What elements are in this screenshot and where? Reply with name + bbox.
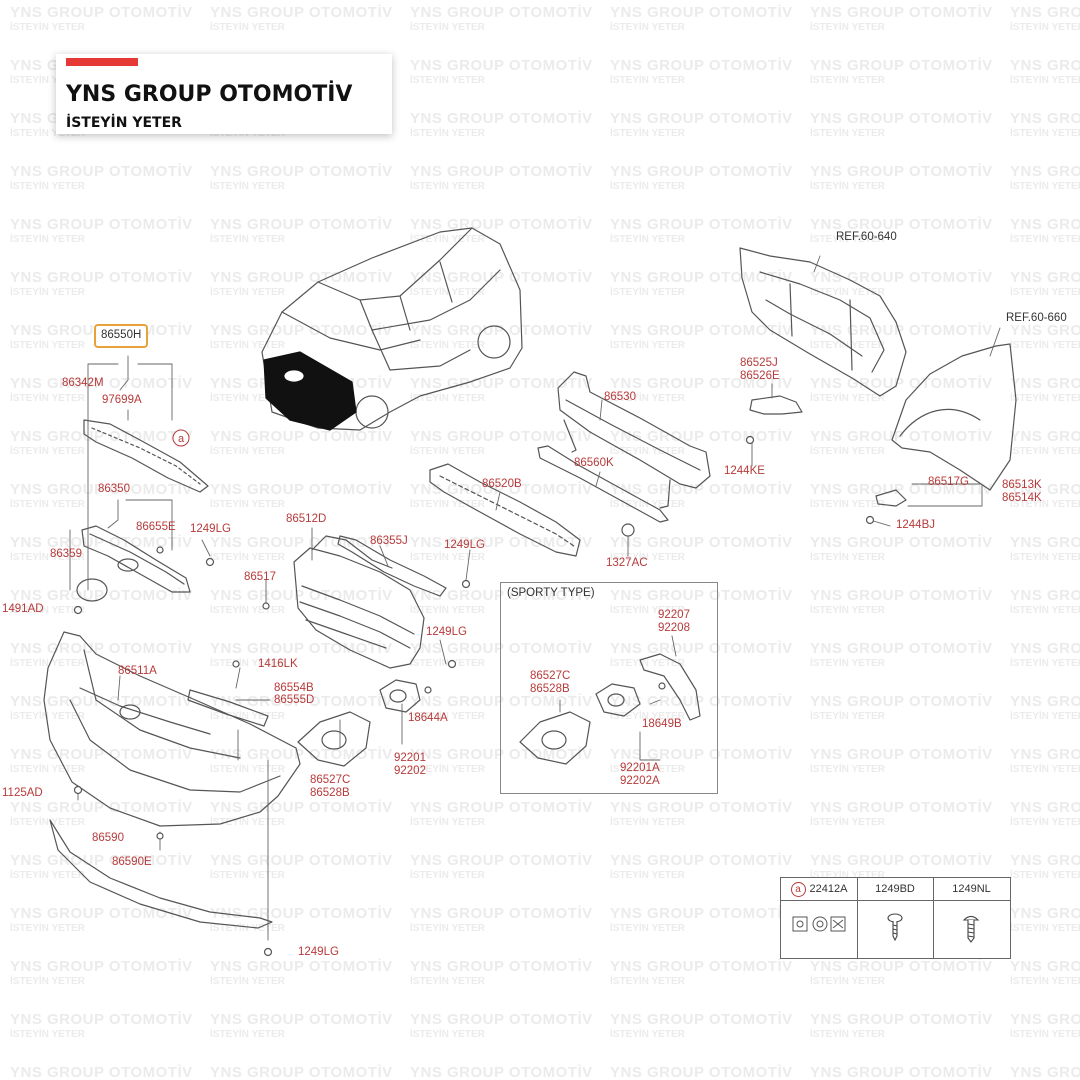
bumper-beam — [557, 371, 711, 509]
part-label-1327ac: 1327AC — [606, 557, 648, 569]
part-label-86520b: 86520B — [482, 478, 522, 490]
callout-letter: a — [178, 433, 185, 445]
legend-col-1249bd: 1249BD — [857, 878, 934, 958]
brand-accent-bar — [66, 58, 138, 66]
legend-header-1249bd: 1249BD — [857, 878, 933, 901]
part-label-86513k: 86513K — [1002, 479, 1042, 491]
energy-absorber — [429, 463, 581, 557]
part-label-86590e: 86590E — [112, 856, 152, 868]
part-label-86655e: 86655E — [136, 521, 176, 533]
part-label-97699a: 97699A — [102, 394, 142, 406]
part-label-1249lg-b: 1249LG — [444, 539, 485, 551]
ref-label-60-640: REF.60-640 — [836, 231, 897, 243]
vehicle-illustration — [261, 227, 523, 431]
part-label-92201: 92201 — [394, 752, 426, 764]
part-label-1244ke: 1244KE — [724, 465, 765, 477]
part-label-86550h: 86550H — [94, 324, 149, 348]
bumper-trim-strip — [187, 689, 269, 727]
front-bumper-cover — [43, 631, 301, 827]
part-label-86511a: 86511A — [118, 665, 157, 677]
part-label-86517g: 86517G — [928, 476, 969, 488]
part-label-86526e: 86526E — [740, 370, 780, 382]
bumper-bracket — [749, 395, 803, 415]
fastener-set-icon — [792, 916, 846, 932]
lower-stiffener — [537, 445, 669, 523]
radiator-support-frame — [739, 247, 907, 397]
fasteners — [73, 435, 875, 957]
part-label-92201a: 92201A — [620, 762, 660, 774]
part-label-1125ad: 1125AD — [2, 787, 43, 799]
lower-grille — [293, 535, 425, 669]
part-label-92202a: 92202A — [620, 775, 660, 787]
part-label-92207: 92207 — [658, 609, 690, 621]
upper-grille-cover — [83, 419, 209, 493]
legend-marker: a — [790, 881, 806, 897]
fog-lamp-cover — [297, 711, 371, 767]
grille-moulding — [337, 535, 447, 597]
legend-col-1249nl: 1249NL — [933, 878, 1010, 958]
front-fender — [891, 343, 1017, 491]
fastener-legend-table: a 22412A 1249BD — [780, 877, 1011, 959]
side-bracket — [875, 489, 907, 507]
legend-col-22412a: a 22412A — [781, 878, 858, 958]
part-label-1416lk: 1416LK — [258, 658, 298, 670]
part-label-86525j: 86525J — [740, 357, 778, 369]
legend-header-22412a: 22412A — [809, 883, 848, 895]
clip-icon — [962, 915, 980, 943]
radiator-grille — [81, 525, 191, 593]
part-label-86359: 86359 — [50, 548, 82, 560]
part-label-1249lg-d: 1249LG — [298, 946, 339, 958]
legend-header-1249nl: 1249NL — [933, 878, 1010, 901]
ref-label-60-660: REF.60-660 — [1006, 312, 1067, 324]
part-label-86554b: 86554B — [274, 682, 314, 694]
sporty-fog-lamp-cover — [519, 711, 591, 765]
part-label-86527c-a: 86527C — [310, 774, 351, 786]
part-label-86342m: 86342M — [62, 377, 104, 389]
part-label-92208: 92208 — [658, 622, 690, 634]
screw-icon — [887, 913, 903, 942]
fog-lamp — [379, 679, 421, 713]
part-label-86514k: 86514K — [1002, 492, 1042, 504]
leader-lines — [69, 255, 1001, 941]
part-label-18644a: 18644A — [408, 712, 448, 724]
part-label-1244bj: 1244BJ — [896, 519, 936, 531]
sporty-type-title: (SPORTY TYPE) — [507, 587, 595, 599]
part-label-86528b-a: 86528B — [310, 787, 350, 799]
part-label-86555d: 86555D — [274, 694, 315, 706]
part-label-86530: 86530 — [604, 391, 636, 403]
sporty-fog-lamp — [595, 683, 641, 717]
brand-card: YNS GROUP OTOMOTİV İSTEYİN YETER — [56, 54, 392, 134]
lower-lip-spoiler — [49, 819, 273, 929]
emblem — [76, 578, 108, 602]
part-label-86355j: 86355J — [370, 535, 408, 547]
callout-circle-icon: a — [172, 429, 190, 447]
part-label-1249lg-a: 1249LG — [190, 523, 231, 535]
part-label-86528b-b: 86528B — [530, 683, 570, 695]
part-label-92202: 92202 — [394, 765, 426, 777]
part-label-1249lg-c: 1249LG — [426, 626, 467, 638]
sporty-bracket — [639, 653, 701, 721]
part-label-86527c-b: 86527C — [530, 670, 571, 682]
part-label-86350: 86350 — [98, 483, 130, 495]
part-label-86590: 86590 — [92, 832, 124, 844]
part-label-86560k: 86560K — [574, 457, 614, 469]
sporty-type-box: (SPORTY TYPE) — [500, 582, 718, 794]
part-label-86517: 86517 — [244, 571, 276, 583]
brand-tagline: İSTEYİN YETER — [66, 115, 182, 131]
part-label-18649b: 18649B — [642, 718, 682, 730]
brand-title: YNS GROUP OTOMOTİV — [66, 82, 353, 107]
part-label-1491ad: 1491AD — [2, 603, 44, 615]
part-label-86512d: 86512D — [286, 513, 327, 525]
